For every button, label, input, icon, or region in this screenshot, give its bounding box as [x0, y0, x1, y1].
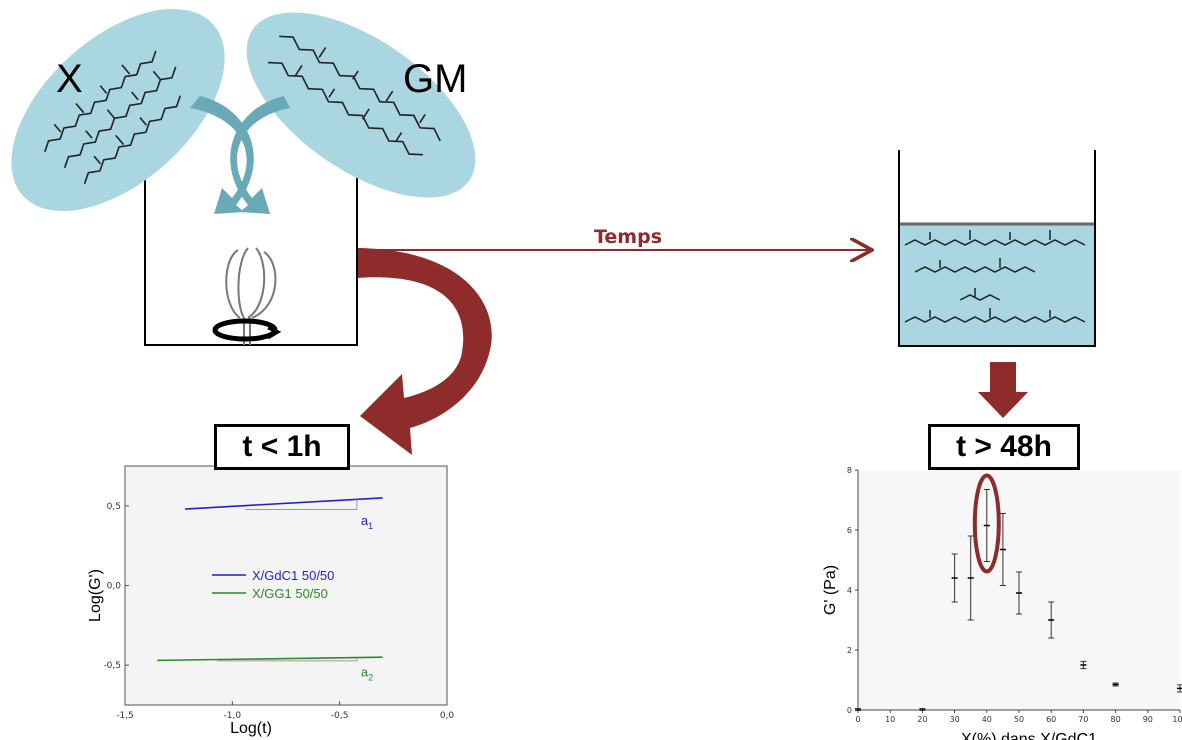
y-tick-label: 2: [847, 646, 852, 655]
legend-entry: X/GG1 50/50: [252, 586, 328, 601]
whisk-icon: [212, 247, 282, 345]
x-tick-label: 80: [1111, 715, 1121, 724]
x-tick-label: 0,0: [440, 711, 455, 721]
series-line: [185, 497, 383, 510]
y-tick-label: 4: [847, 586, 852, 595]
temps-label: Temps: [594, 226, 662, 248]
right-beaker: [898, 150, 1096, 347]
x-tick-label: 100: [1172, 715, 1182, 724]
x-tick-label: 40: [982, 715, 992, 724]
highlight-ellipse: [972, 473, 1001, 574]
y-axis-label: Log(G'): [87, 569, 104, 622]
gel-network: [904, 230, 1086, 323]
x-tick-label: 0: [855, 715, 860, 724]
x-tick-label: -1,0: [224, 711, 242, 721]
mixing-arrow-right-icon: [230, 96, 290, 214]
x-tick-label: -0,5: [331, 711, 349, 721]
x-tick-label: -1,5: [116, 711, 134, 721]
long-time-label: t > 48h: [928, 424, 1080, 470]
y-tick-label: 8: [847, 466, 852, 475]
y-tick-label: 6: [847, 526, 852, 535]
x-tick-label: 90: [1143, 715, 1153, 724]
x-tick-label: 30: [950, 715, 960, 724]
y-tick-label: 0,0: [107, 582, 122, 592]
gm-polymer-ellipse: [246, 12, 476, 198]
x-tick-label: 50: [1014, 715, 1024, 724]
y-tick-label: 0: [847, 706, 852, 715]
x-polymer-ellipse: [11, 9, 225, 211]
short-time-label: t < 1h: [214, 424, 350, 470]
x-tick-label: 70: [1078, 715, 1088, 724]
y-tick-label: -0,5: [103, 661, 121, 671]
slope-triangle: [217, 657, 358, 662]
x-label: X: [56, 57, 83, 101]
plot-frame: [124, 465, 448, 706]
x-tick-label: 10: [885, 715, 895, 724]
mixing-arrow-left-icon: [190, 96, 254, 214]
y-axis-label: G' (Pa): [822, 565, 839, 615]
slope-triangle: [245, 499, 358, 511]
x-axis-label: X(%) dans X/GdC1: [961, 731, 1097, 740]
y-tick-label: 0,5: [107, 502, 121, 512]
x-tick-label: 20: [917, 715, 927, 724]
curved-down-arrow: [358, 248, 492, 455]
gel-liquid: [899, 224, 1095, 346]
down-arrow: [978, 362, 1028, 418]
gm-label: GM: [403, 57, 467, 101]
series-line: [157, 656, 383, 662]
legend-entry: X/GdC1 50/50: [252, 568, 334, 583]
x-tick-label: 60: [1046, 715, 1056, 724]
chart-right: 0 10 20 30 40 50 60 70 80 90 100 0 2 4 6 8X(%) dans X/G…: [822, 466, 1182, 740]
x-axis-label: Log(t): [230, 720, 272, 737]
